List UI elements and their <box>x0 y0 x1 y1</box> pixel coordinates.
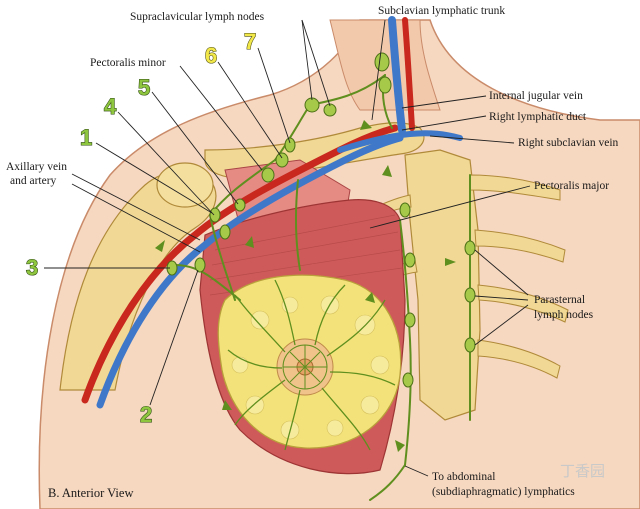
subareolar-plexus <box>282 344 328 390</box>
node-group-number-7: 7 <box>244 29 256 54</box>
node-group-number-4: 4 <box>104 94 117 119</box>
sternum <box>404 149 481 421</box>
internal-jugular-vein <box>388 16 406 134</box>
breast-lymph-vessels <box>227 279 396 451</box>
label-internal-jugular-vein: Internal jugular vein <box>489 90 583 102</box>
label-parasternal-line1: Parasternal <box>534 294 585 306</box>
label-supraclavicular-nodes: Supraclavicular lymph nodes <box>130 11 265 23</box>
label-parasternal-line2: lymph nodes <box>534 309 594 321</box>
view-caption: B. Anterior View <box>48 486 133 500</box>
label-right-lymphatic-duct: Right lymphatic duct <box>489 111 587 123</box>
node-group-number-1: 1 <box>80 125 92 150</box>
node-group-number-2: 2 <box>140 402 152 427</box>
label-pectoralis-major: Pectoralis major <box>534 180 609 192</box>
watermark: 丁香园 <box>560 463 605 480</box>
lymph-nodes <box>166 52 476 388</box>
axillary-vein <box>96 134 404 409</box>
label-pectoralis-minor: Pectoralis minor <box>90 57 166 69</box>
right-subclavian-vein <box>337 130 463 153</box>
label-subclavian-trunk: Subclavian lymphatic trunk <box>378 5 505 17</box>
label-right-subclavian-vein: Right subclavian vein <box>518 137 619 149</box>
label-abdominal-line1: To abdominal <box>432 471 495 483</box>
flow-arrows <box>155 120 456 452</box>
node-group-number-5: 5 <box>138 75 150 100</box>
label-abdominal-line2: (subdiaphragmatic) lymphatics <box>432 486 575 498</box>
leader-lines <box>44 19 531 477</box>
label-axillary-vein-line2: and artery <box>10 175 57 187</box>
carotid-artery <box>402 17 415 131</box>
node-group-number-6: 6 <box>205 43 217 68</box>
humeral-head <box>156 162 214 208</box>
node-group-number-3: 3 <box>26 255 38 280</box>
label-axillary-vein-line1: Axillary vein <box>6 161 67 173</box>
